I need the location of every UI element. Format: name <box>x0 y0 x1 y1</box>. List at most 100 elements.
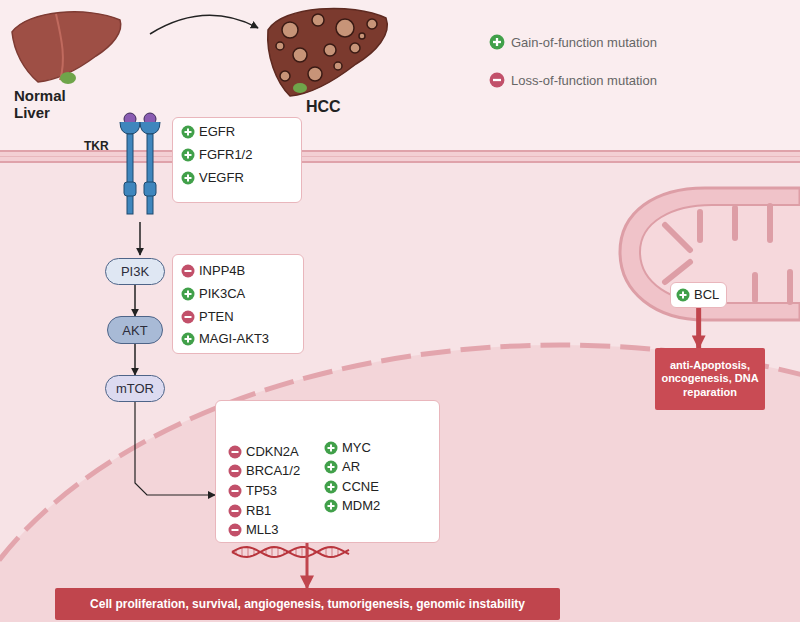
gene-name: MLL3 <box>246 522 279 537</box>
legend-entry: Loss-of-function mutation <box>489 72 657 88</box>
legend-entry: Gain-of-function mutation <box>489 34 657 50</box>
icon-circle <box>182 287 195 300</box>
icon-circle <box>229 445 242 458</box>
icon-bar <box>185 270 192 272</box>
gene-row: BRCA1/2 <box>228 463 300 478</box>
gene-row: AR <box>324 459 360 474</box>
pathway-pill: PI3K <box>105 258 165 285</box>
gain-icon <box>181 125 195 139</box>
gain-icon <box>676 288 690 302</box>
gene-row: CCNE <box>324 479 379 494</box>
icon-circle <box>229 504 242 517</box>
gene-name: BCL <box>694 287 719 302</box>
hcc-liver <box>268 8 388 96</box>
loss-icon <box>228 484 242 498</box>
receptor-label: TKR <box>84 140 109 153</box>
organ-label: Normal Liver <box>14 88 76 121</box>
loss-icon <box>181 264 195 278</box>
tumor-nodule <box>336 19 354 37</box>
icon-bar <box>232 451 239 453</box>
icon-bar <box>330 463 332 470</box>
tumor-nodule <box>312 14 324 26</box>
gain-icon <box>324 480 338 494</box>
icon-bar <box>232 490 239 492</box>
connector-arrow <box>134 344 136 375</box>
gain-icon <box>324 460 338 474</box>
gene-name: BRCA1/2 <box>246 463 300 478</box>
gain-icon <box>181 332 195 346</box>
tumor-nodule <box>359 33 365 39</box>
gene-row: CDKN2A <box>228 444 299 459</box>
gene-row: MDM2 <box>324 498 380 513</box>
icon-circle <box>229 484 242 497</box>
dna-helix <box>232 547 349 557</box>
gene-row: RB1 <box>228 503 271 518</box>
connector-arrow <box>135 402 215 495</box>
icon-bar <box>187 128 189 135</box>
tumor-nodule <box>367 19 377 29</box>
dna-rung <box>301 547 302 557</box>
icon-bar <box>232 510 239 512</box>
icon-circle <box>182 148 195 161</box>
nucleus <box>0 345 800 622</box>
receptor-arrow <box>139 222 141 255</box>
gain-icon <box>181 171 195 185</box>
outcome-box: anti-Apoptosis, oncogenesis, DNA reparat… <box>655 348 765 410</box>
extracellular-ground <box>0 0 800 152</box>
tumor-nodule <box>324 44 336 56</box>
gene-row: FGFR1/2 <box>181 147 252 162</box>
gene-row: EGFR <box>181 124 235 139</box>
mitochondrion <box>620 188 800 320</box>
icon-circle <box>182 264 195 277</box>
node-text: Cell proliferation, survival, angiogenes… <box>90 597 525 611</box>
gene-name: EGFR <box>199 124 235 139</box>
kinase-domain <box>144 182 156 196</box>
legend-text: Loss-of-function mutation <box>511 73 657 88</box>
gene-row: BCL <box>676 287 719 302</box>
icon-bar <box>187 151 189 158</box>
icon-bar <box>682 291 684 298</box>
membrane-line <box>0 161 800 163</box>
pathway-pill: mTOR <box>105 375 165 402</box>
gene-name: MDM2 <box>342 498 380 513</box>
tumor-nodule <box>276 42 284 50</box>
gene-name: CCNE <box>342 479 379 494</box>
connector-arrow <box>134 285 136 316</box>
gain-icon <box>324 499 338 513</box>
dna-rung <box>331 547 332 557</box>
mutation-box: INPP4BPIK3CAPTENMAGI-AKT3 <box>172 254 304 354</box>
icon-circle <box>182 310 195 323</box>
gene-row: MLL3 <box>228 522 279 537</box>
gene-row: VEGFR <box>181 170 244 185</box>
icon-bar <box>232 529 239 531</box>
icon-bar <box>232 470 239 472</box>
gene-row: MYC <box>324 440 371 455</box>
gene-name: MAGI-AKT3 <box>199 331 269 346</box>
cell-membrane <box>0 150 800 163</box>
icon-bar <box>493 79 501 81</box>
receptor-head <box>120 122 140 134</box>
legend-swatch <box>489 34 505 50</box>
icon-circle <box>182 332 195 345</box>
icon-circle <box>229 464 242 477</box>
gallbladder <box>60 72 76 84</box>
icon-circle <box>325 480 338 493</box>
outcome-bar: Cell proliferation, survival, angiogenes… <box>55 588 560 620</box>
loss-icon <box>228 464 242 478</box>
icon-circle <box>325 460 338 473</box>
icon-circle <box>325 499 338 512</box>
dna-rung <box>277 547 278 556</box>
tumor-nodule <box>293 48 307 62</box>
dna-rung <box>307 548 308 556</box>
icon-bar <box>187 290 189 297</box>
pathway-pill: AKT <box>107 316 163 344</box>
icon-bar <box>330 502 332 509</box>
gene-row: MAGI-AKT3 <box>181 331 269 346</box>
gene-name: FGFR1/2 <box>199 147 252 162</box>
gain-icon <box>181 287 195 301</box>
dna-rung <box>247 547 248 557</box>
gene-row: INPP4B <box>181 263 245 278</box>
kinase-domain <box>124 182 136 196</box>
dna-rung <box>271 547 272 557</box>
gene-name: VEGFR <box>199 170 244 185</box>
